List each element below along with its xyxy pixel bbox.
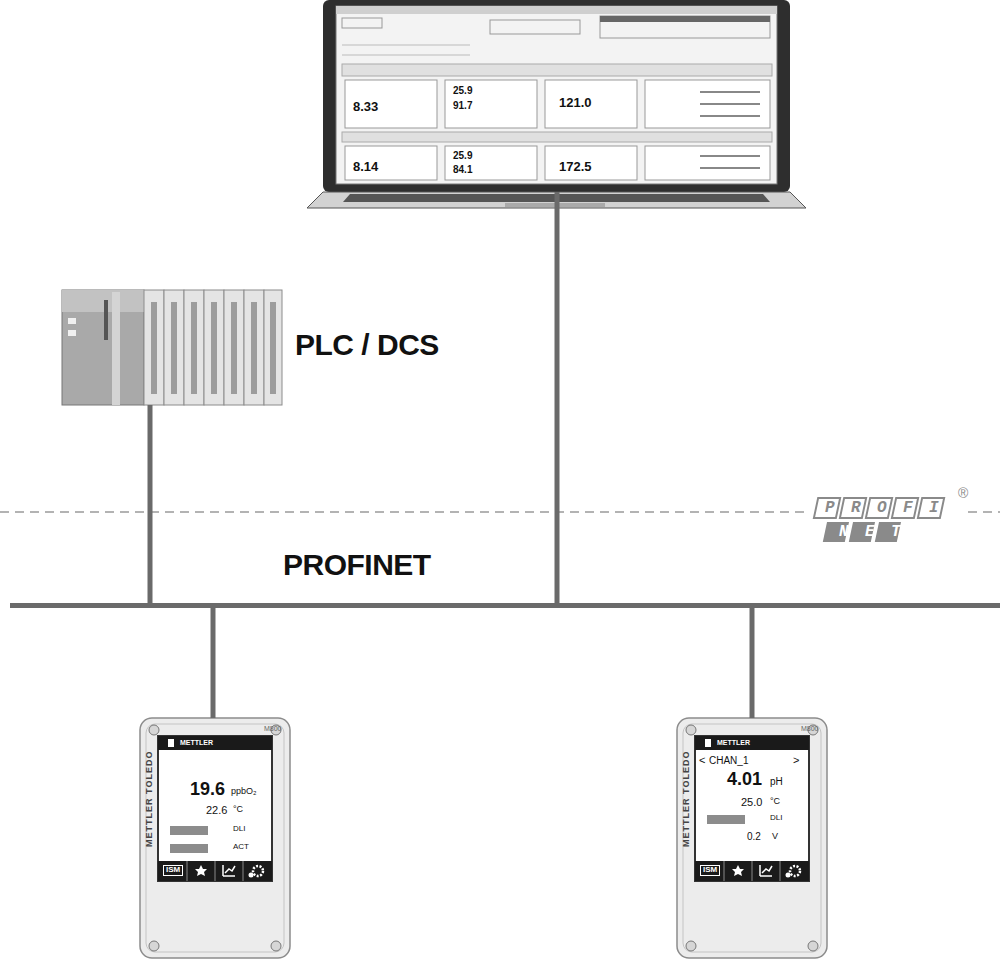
screen-value: 25.9 xyxy=(453,150,472,161)
display-text: 22.6 xyxy=(206,804,227,816)
network-cable xyxy=(555,192,560,603)
display-text: < xyxy=(699,754,705,766)
laptop-picture xyxy=(307,0,806,208)
display-text: ACT xyxy=(233,843,249,852)
screen-value: 8.14 xyxy=(353,160,378,174)
plc-picture xyxy=(62,290,282,405)
laptop-computer: 8.33 25.9 91.7 121.0 8.14 25.9 84.1 172.5 xyxy=(323,0,790,192)
screen-value: 84.1 xyxy=(453,164,472,175)
display-text: °C xyxy=(233,805,243,815)
screen-value: 8.33 xyxy=(353,100,378,114)
transmitter-picture xyxy=(677,718,827,958)
display-text: DLI xyxy=(770,814,782,823)
profinet-bus: PROFINET xyxy=(10,603,1000,608)
dashed-boundary xyxy=(968,511,1000,513)
plc-dcs: PLC / DCS xyxy=(62,290,282,405)
screen-value: 172.5 xyxy=(559,160,592,174)
display-text: M800 xyxy=(264,725,282,733)
display-text: METTLER xyxy=(180,739,213,747)
device-label: PLC / DCS xyxy=(295,328,439,361)
m800-transmitter: METTLER TOLEDO M800METTLER < CHAN_1 >4.01 pH 2… xyxy=(677,718,827,958)
screen-value: 91.7 xyxy=(453,100,472,111)
display-text: ISM xyxy=(700,865,720,876)
display-text: ISM xyxy=(163,865,183,876)
display-text: 4.01 xyxy=(727,770,762,790)
network-cable xyxy=(211,608,216,718)
screen-value: 121.0 xyxy=(559,96,592,110)
registered-mark: ® xyxy=(958,486,968,500)
display-text: M800 xyxy=(801,725,819,733)
display-text: 19.6 xyxy=(190,780,225,800)
bus-label: PROFINET xyxy=(283,548,431,581)
display-text: CHAN_1 xyxy=(709,755,748,766)
display-text: METTLER TOLEDO xyxy=(145,757,155,847)
logo-text: NET xyxy=(839,524,917,540)
screen-value: 25.9 xyxy=(453,85,472,96)
display-text: 25.0 xyxy=(741,796,762,808)
display-text: pH xyxy=(770,776,783,787)
transmitter-picture xyxy=(140,718,290,958)
display-text: DLI xyxy=(233,825,245,834)
network-cable xyxy=(750,608,755,718)
display-text: > xyxy=(793,754,799,766)
network-cable xyxy=(148,405,153,603)
display-text: METTLER TOLEDO xyxy=(682,757,692,847)
logo-text: PROFI xyxy=(825,500,955,516)
display-text: 0.2 xyxy=(747,831,761,842)
m800-transmitter: METTLER TOLEDO M800METTLER 19.6 ppbO₂ 22.6 °C… xyxy=(140,718,290,958)
display-text: °C xyxy=(770,797,780,807)
display-text: ppbO₂ xyxy=(231,787,257,797)
display-text: METTLER xyxy=(717,739,750,747)
dashed-boundary xyxy=(0,511,805,513)
display-text: V xyxy=(772,832,778,842)
